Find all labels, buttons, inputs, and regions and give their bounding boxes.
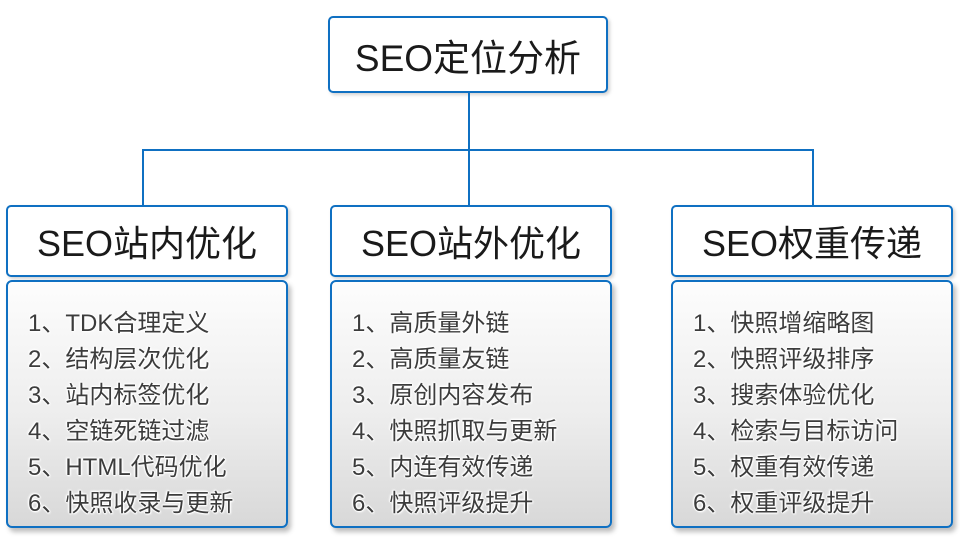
list-item: 5、内连有效传递 [352,454,534,481]
list-item: 2、结构层次优化 [28,346,210,373]
branch-body-offsite: 1、高质量外链 2、高质量友链 3、原创内容发布 4、快照抓取与更新 5、内连有… [330,280,612,528]
list-item: 5、权重有效传递 [693,454,875,481]
list-item: 1、高质量外链 [352,310,510,337]
branch-header-onsite: SEO站内优化 [6,205,288,277]
connector-stem-right [812,150,814,205]
branch-header-offsite: SEO站外优化 [330,205,612,277]
list-item: 1、快照增缩略图 [693,310,875,337]
list-item: 5、HTML代码优化 [28,454,227,481]
branch-title: SEO站外优化 [360,223,582,264]
list-item: 3、原创内容发布 [352,382,534,409]
list-item: 4、空链死链过滤 [28,418,210,445]
branch-body-onsite: 1、TDK合理定义 2、结构层次优化 3、站内标签优化 4、空链死链过滤 5、H… [6,280,288,528]
branch-body-weight: 1、快照增缩略图 2、快照评级排序 3、搜索体验优化 4、检索与目标访问 5、权… [671,280,953,528]
root-node: SEO定位分析 [328,16,608,93]
list-item: 2、快照评级排序 [693,346,875,373]
connector-stem-top [468,93,470,151]
list-item: 6、权重评级提升 [693,490,875,517]
list-item: 2、高质量友链 [352,346,510,373]
list-item: 3、站内标签优化 [28,382,210,409]
list-item: 6、快照评级提升 [352,490,534,517]
list-item: 4、检索与目标访问 [693,418,899,445]
connector-stem-left [142,150,144,205]
branch-header-weight: SEO权重传递 [671,205,953,277]
connector-horizontal [142,149,814,151]
root-node-title: SEO定位分析 [354,37,582,79]
list-item: 4、快照抓取与更新 [352,418,558,445]
list-item: 6、快照收录与更新 [28,490,234,517]
list-item: 3、搜索体验优化 [693,382,875,409]
branch-title: SEO权重传递 [701,223,923,264]
connector-stem-middle [468,150,470,205]
list-item: 1、TDK合理定义 [28,310,210,337]
branch-title: SEO站内优化 [36,223,258,264]
